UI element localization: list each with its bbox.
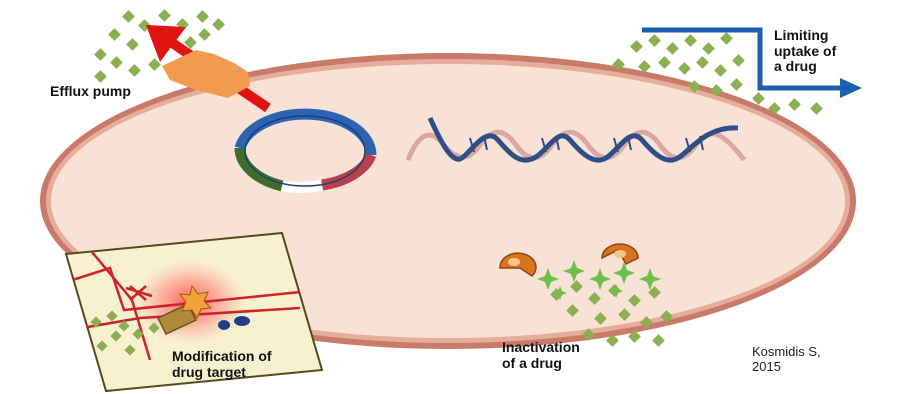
inactivation-label: Inactivation of a drug [502, 340, 580, 371]
efflux-pump [162, 50, 250, 98]
credit-name: Kosmidis S, [752, 345, 821, 360]
credit-year: 2015 [752, 360, 781, 375]
modification-label: Modification of drug target [172, 349, 272, 380]
limiting-uptake-label: Limiting uptake of a drug [774, 28, 836, 75]
efflux-pump-label: Efflux pump [50, 84, 131, 100]
target-blue-molecule [218, 320, 230, 330]
